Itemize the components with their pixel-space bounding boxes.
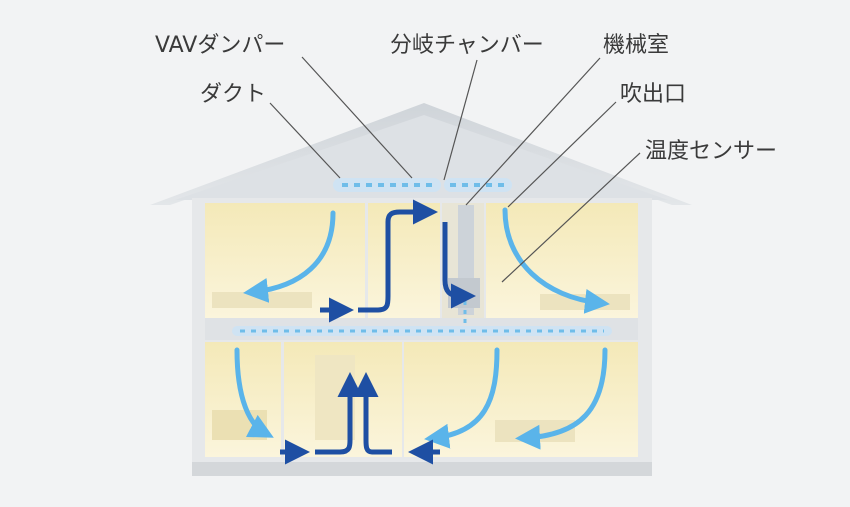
- label-temp-sensor: 温度センサー: [645, 139, 777, 164]
- room-upper-center: [368, 203, 440, 318]
- supply-arrow-lower-right: [515, 347, 608, 450]
- attic: [175, 115, 668, 200]
- labels: VAVダンパー 分岐チャンバー 機械室 ダクト 吹出口 温度センサー: [155, 33, 777, 164]
- return-arrow-lower-center-b: [353, 372, 392, 455]
- leader-branch-chamber: [443, 59, 478, 181]
- duct-floor: [232, 326, 612, 336]
- return-air-arrows: [280, 199, 476, 465]
- foundation: [192, 462, 652, 476]
- return-arrow-machine: [442, 222, 476, 309]
- supply-arrow-lower-middle: [424, 347, 500, 449]
- supply-arrow-upper-left: [243, 210, 336, 303]
- kitchen-counter: [212, 410, 267, 440]
- label-duct: ダクト: [200, 82, 266, 107]
- supply-arrow-lower-left: [234, 347, 274, 438]
- return-arrow-lower-center-a: [315, 372, 363, 455]
- return-arrow-upper-corridor: [358, 199, 438, 313]
- leader-vav-damper: [301, 56, 413, 179]
- ducts: [232, 178, 612, 336]
- leader-machine-room: [465, 57, 601, 206]
- duct-attic-left: [333, 178, 441, 192]
- leader-duct: [269, 102, 341, 179]
- label-machine-room: 機械室: [603, 33, 669, 58]
- leader-lines: [269, 56, 641, 283]
- label-branch-chamber: 分岐チャンバー: [390, 33, 544, 58]
- bed-left: [212, 292, 312, 308]
- label-outlet: 吹出口: [620, 82, 686, 107]
- supply-arrow-upper-right: [502, 207, 610, 314]
- supply-air-arrows: [234, 207, 610, 450]
- leader-temp-sensor: [501, 152, 641, 283]
- leader-outlet: [507, 101, 617, 208]
- label-vav-damper: VAVダンパー: [155, 33, 285, 58]
